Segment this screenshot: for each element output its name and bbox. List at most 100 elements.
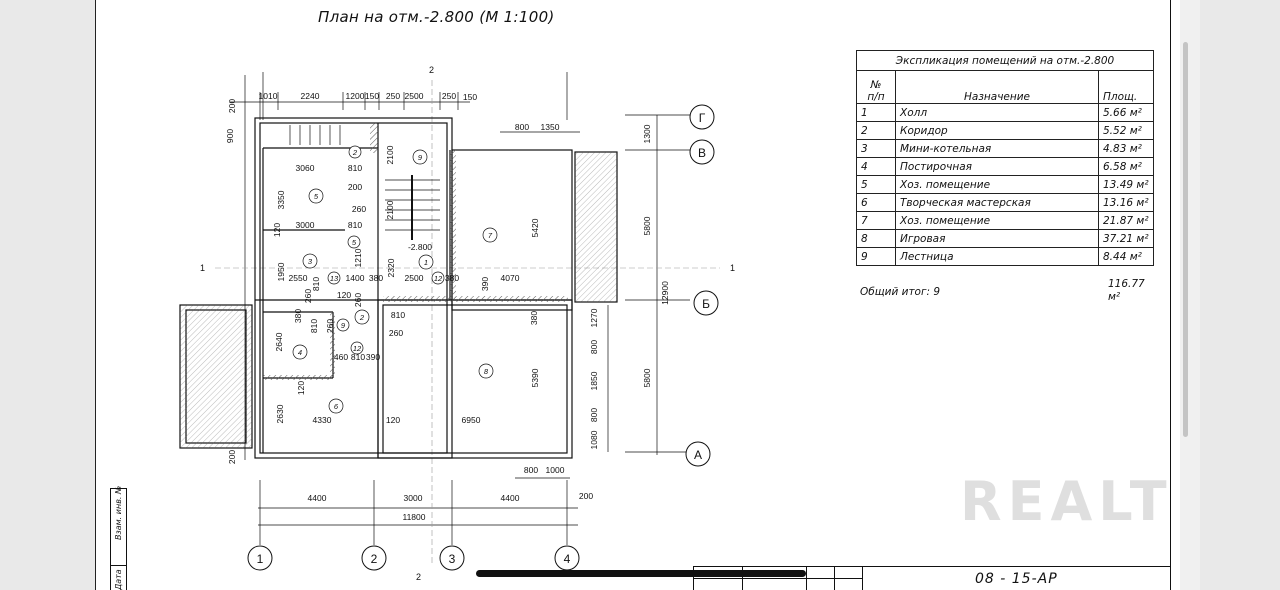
door-tag-12a: 12: [434, 274, 443, 283]
room-tag-8: 8: [484, 367, 489, 376]
dim-int-120a: 120: [272, 223, 282, 237]
dim-int-380c: 380: [293, 309, 303, 323]
dim-right-1850: 1850: [589, 371, 599, 390]
dim-int-4330: 4330: [313, 415, 332, 425]
dim-int-260d: 260: [353, 293, 363, 307]
dim-int-120d: 120: [386, 415, 400, 425]
axis-label-3: 3: [449, 552, 456, 566]
door-tag-13: 13: [330, 274, 339, 283]
door-tag-2: 2: [352, 148, 358, 157]
dim-int-260e: 260: [325, 319, 335, 333]
axis-bubble-2: [361, 545, 387, 571]
frame-left-strip-line: [110, 488, 111, 590]
dim-int-260a: 260: [352, 204, 366, 214]
door-tag-12a-circle: [431, 271, 445, 285]
dim-top-150a: 150: [365, 91, 379, 101]
row-num: 9: [856, 247, 896, 266]
room-tag-7: 7: [488, 231, 493, 240]
row-name: Творческая мастерская: [895, 193, 1099, 212]
axis-lines: [215, 80, 720, 565]
dim-int-200a: 200: [348, 182, 362, 192]
dim-int-2100b: 2100: [385, 200, 395, 219]
dim-int-1950: 1950: [276, 262, 286, 281]
dim-int-390b: 390: [366, 352, 380, 362]
row-name: Лестница: [895, 247, 1099, 266]
room-tag-4: 4: [298, 348, 302, 357]
wall-hatching: [180, 123, 617, 448]
elevation-mark: -2.800: [408, 242, 432, 252]
dim-int-460: 460: [334, 352, 348, 362]
frame-left-strip-line2: [126, 488, 127, 590]
row-area: 37.21 м²: [1098, 229, 1154, 248]
row-num: 4: [856, 157, 896, 176]
axis-label-2: 2: [371, 552, 378, 566]
dim-top-150b: 150: [463, 92, 477, 102]
dim-int-810c: 810: [391, 310, 405, 320]
dim-int-2640: 2640: [274, 332, 284, 351]
room-tag-7-circle: [482, 227, 498, 243]
section-mark-top: 2: [429, 65, 434, 75]
row-name: Коридор: [895, 121, 1099, 140]
axis-label-1: 1: [257, 552, 264, 566]
explication-table: Экспликация помещений на отм.-2.800 № п/…: [856, 50, 1154, 266]
dim-bottom-4400a: 4400: [308, 493, 327, 503]
dim-int-260c: 260: [303, 289, 313, 303]
dim-right-1300: 1300: [642, 124, 652, 143]
axis-label-4: 4: [564, 552, 571, 566]
row-area: 4.83 м²: [1098, 139, 1154, 158]
axis-label-g: Г: [699, 111, 706, 125]
frame-left-strip-top: [110, 488, 126, 489]
axis-bubble-v: [689, 139, 715, 165]
room-tag-5-circle: [308, 188, 324, 204]
row-area: 5.52 м²: [1098, 121, 1154, 140]
dim-int-2320: 2320: [386, 258, 396, 277]
axis-bubble-b: [693, 290, 719, 316]
row-name: Хоз. помещение: [895, 211, 1099, 230]
dim-int-2500: 2500: [405, 273, 424, 283]
dim-int-380b: 380: [445, 273, 459, 283]
dim-right-1080: 1080: [589, 430, 599, 449]
dim-int-3000: 3000: [296, 220, 315, 230]
door-tag-12b: 12: [353, 344, 362, 353]
explication-caption: Экспликация помещений на отм.-2.800: [856, 50, 1154, 71]
row-area: 21.87 м²: [1098, 211, 1154, 230]
explication-header-name: Назначение: [895, 70, 1099, 104]
dim-bottom-200: 200: [579, 491, 593, 501]
scrollbar-thumb[interactable]: [1183, 42, 1188, 437]
dim-int-810d: 810: [311, 277, 321, 291]
row-num: 3: [856, 139, 896, 158]
door-tag-12b-circle: [350, 341, 364, 355]
section-mark-bottom: 2: [416, 572, 421, 582]
dim-right-1270: 1270: [589, 308, 599, 327]
dim-right-12900: 12900: [660, 281, 670, 305]
axis-label-v: В: [698, 146, 706, 160]
dim-int-2550: 2550: [289, 273, 308, 283]
row-area: 13.49 м²: [1098, 175, 1154, 194]
watermark-logo: REALT: [960, 470, 1173, 533]
dim-top-250b: 250: [442, 91, 456, 101]
dim-int-6950: 6950: [462, 415, 481, 425]
room-tag-3-circle: [302, 253, 318, 269]
axis-bubble-a: [685, 441, 711, 467]
dim-left-200-bottom: 200: [227, 450, 237, 464]
room-tag-2: 2: [359, 313, 365, 322]
door-tag-9: 9: [341, 321, 346, 330]
explication-total-area: 116.77 м²: [1108, 278, 1145, 303]
dim-int-380d: 380: [529, 311, 539, 325]
dim-int-1400: 1400: [346, 273, 365, 283]
row-area: 13.16 м²: [1098, 193, 1154, 212]
dim-int-2100a: 2100: [385, 145, 395, 164]
axis-label-b: Б: [702, 297, 710, 311]
home-indicator[interactable]: [476, 570, 806, 577]
room-tag-5: 5: [314, 192, 319, 201]
dim-top-250a: 250: [386, 91, 400, 101]
room-tag-6-circle: [328, 398, 344, 414]
dim-int-5420: 5420: [530, 218, 540, 237]
